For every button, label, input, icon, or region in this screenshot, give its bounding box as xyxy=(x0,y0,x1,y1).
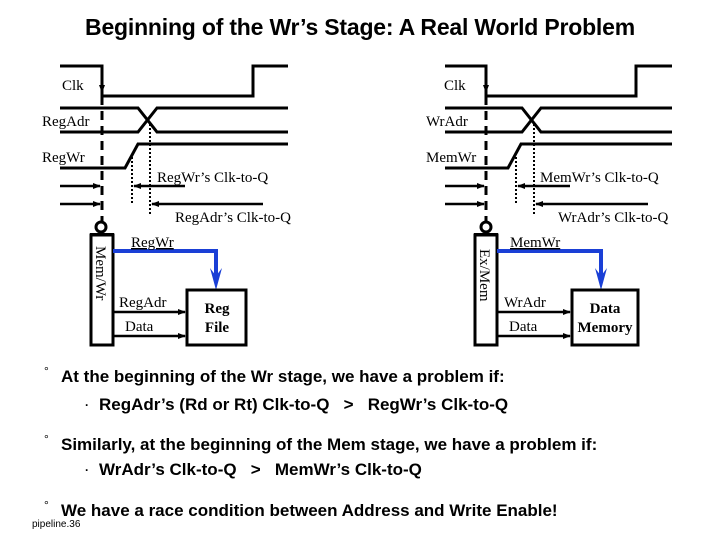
left-addr-waveform-top xyxy=(60,106,288,134)
left-wr-waveform xyxy=(60,142,288,170)
left-data-wire-label: Data xyxy=(125,319,154,335)
right-wr-clk-to-q-label: MemWr’s Clk-to-Q xyxy=(540,170,659,186)
register-file-label-line2: File xyxy=(205,320,229,336)
left-enable-wire xyxy=(113,249,218,282)
bullet-item: Similarly, at the beginning of the Mem s… xyxy=(61,435,598,454)
right-enable-wire xyxy=(497,249,603,282)
right-timing-diagram: Clk WrAdr MemWr MemWr’s Clk-to-Q WrAdr’s… xyxy=(426,64,672,226)
right-wr-waveform xyxy=(445,142,672,170)
register-file-label-line1: Reg xyxy=(205,301,230,317)
left-clock-input-icon xyxy=(94,220,108,234)
right-enable-label: MemWr xyxy=(510,235,560,251)
left-wr-clk-to-q-label: RegWr’s Clk-to-Q xyxy=(157,170,268,186)
register-file-block xyxy=(185,288,248,347)
left-enable-label: RegWr xyxy=(131,235,174,251)
sub-bullet-item: WrAdr’s Clk-to-Q > MemWr’s Clk-to-Q xyxy=(99,460,422,479)
left-addr-clk-to-q-label: RegAdr’s Clk-to-Q xyxy=(175,210,291,226)
left-timing-diagram: Clk RegAdr RegWr RegWr’s Clk-to-Q RegAdr… xyxy=(42,64,291,226)
bullet-item: We have a race condition between Address… xyxy=(61,501,558,520)
slide-title: Beginning of the Wr’s Stage: A Real Worl… xyxy=(85,14,635,40)
right-addr-label: WrAdr xyxy=(426,114,468,130)
right-addr-waveform-bottom xyxy=(445,106,672,134)
right-addr-wire-label: WrAdr xyxy=(504,295,546,311)
left-clk-label: Clk xyxy=(62,78,84,94)
right-clock-input-icon xyxy=(479,220,493,234)
right-addr-clk-to-q-label: WrAdr’s Clk-to-Q xyxy=(558,210,669,226)
bullet-marker: ° xyxy=(44,364,49,378)
right-enable-arrowhead xyxy=(595,268,607,290)
data-memory-block xyxy=(570,288,640,347)
sub-bullet-marker: · xyxy=(85,398,89,412)
left-addr-waveform-bottom xyxy=(60,106,288,134)
sub-bullet-item: RegAdr’s (Rd or Rt) Clk-to-Q > RegWr’s C… xyxy=(99,395,509,414)
right-addr-waveform-top xyxy=(445,106,672,134)
left-wr-label: RegWr xyxy=(42,150,85,166)
bullet-item: At the beginning of the Wr stage, we hav… xyxy=(61,367,505,386)
left-addr-wire-label: RegAdr xyxy=(119,295,167,311)
right-block-diagram: Ex/Mem MemWr WrAdr Data Data Memory xyxy=(473,220,640,347)
left-pipeline-register-label: Mem/Wr xyxy=(92,246,108,300)
left-clk-waveform xyxy=(60,64,288,98)
left-enable-arrowhead xyxy=(210,268,222,290)
data-memory-label-line1: Data xyxy=(590,301,621,317)
right-clk-waveform xyxy=(445,64,672,98)
bullet-marker: ° xyxy=(44,498,49,512)
data-memory-label-line2: Memory xyxy=(578,320,633,336)
left-block-diagram: Mem/Wr RegWr RegAdr Data Reg File xyxy=(89,220,248,347)
right-pipeline-register-label: Ex/Mem xyxy=(476,249,492,302)
right-clk-label: Clk xyxy=(444,78,466,94)
left-pipeline-register xyxy=(89,233,115,347)
bullet-marker: ° xyxy=(44,432,49,446)
right-data-wire-label: Data xyxy=(509,319,538,335)
left-addr-label: RegAdr xyxy=(42,114,90,130)
right-wr-label: MemWr xyxy=(426,150,476,166)
slide-footer: pipeline.36 xyxy=(32,519,81,530)
sub-bullet-marker: · xyxy=(85,463,89,477)
right-pipeline-register xyxy=(473,233,499,347)
